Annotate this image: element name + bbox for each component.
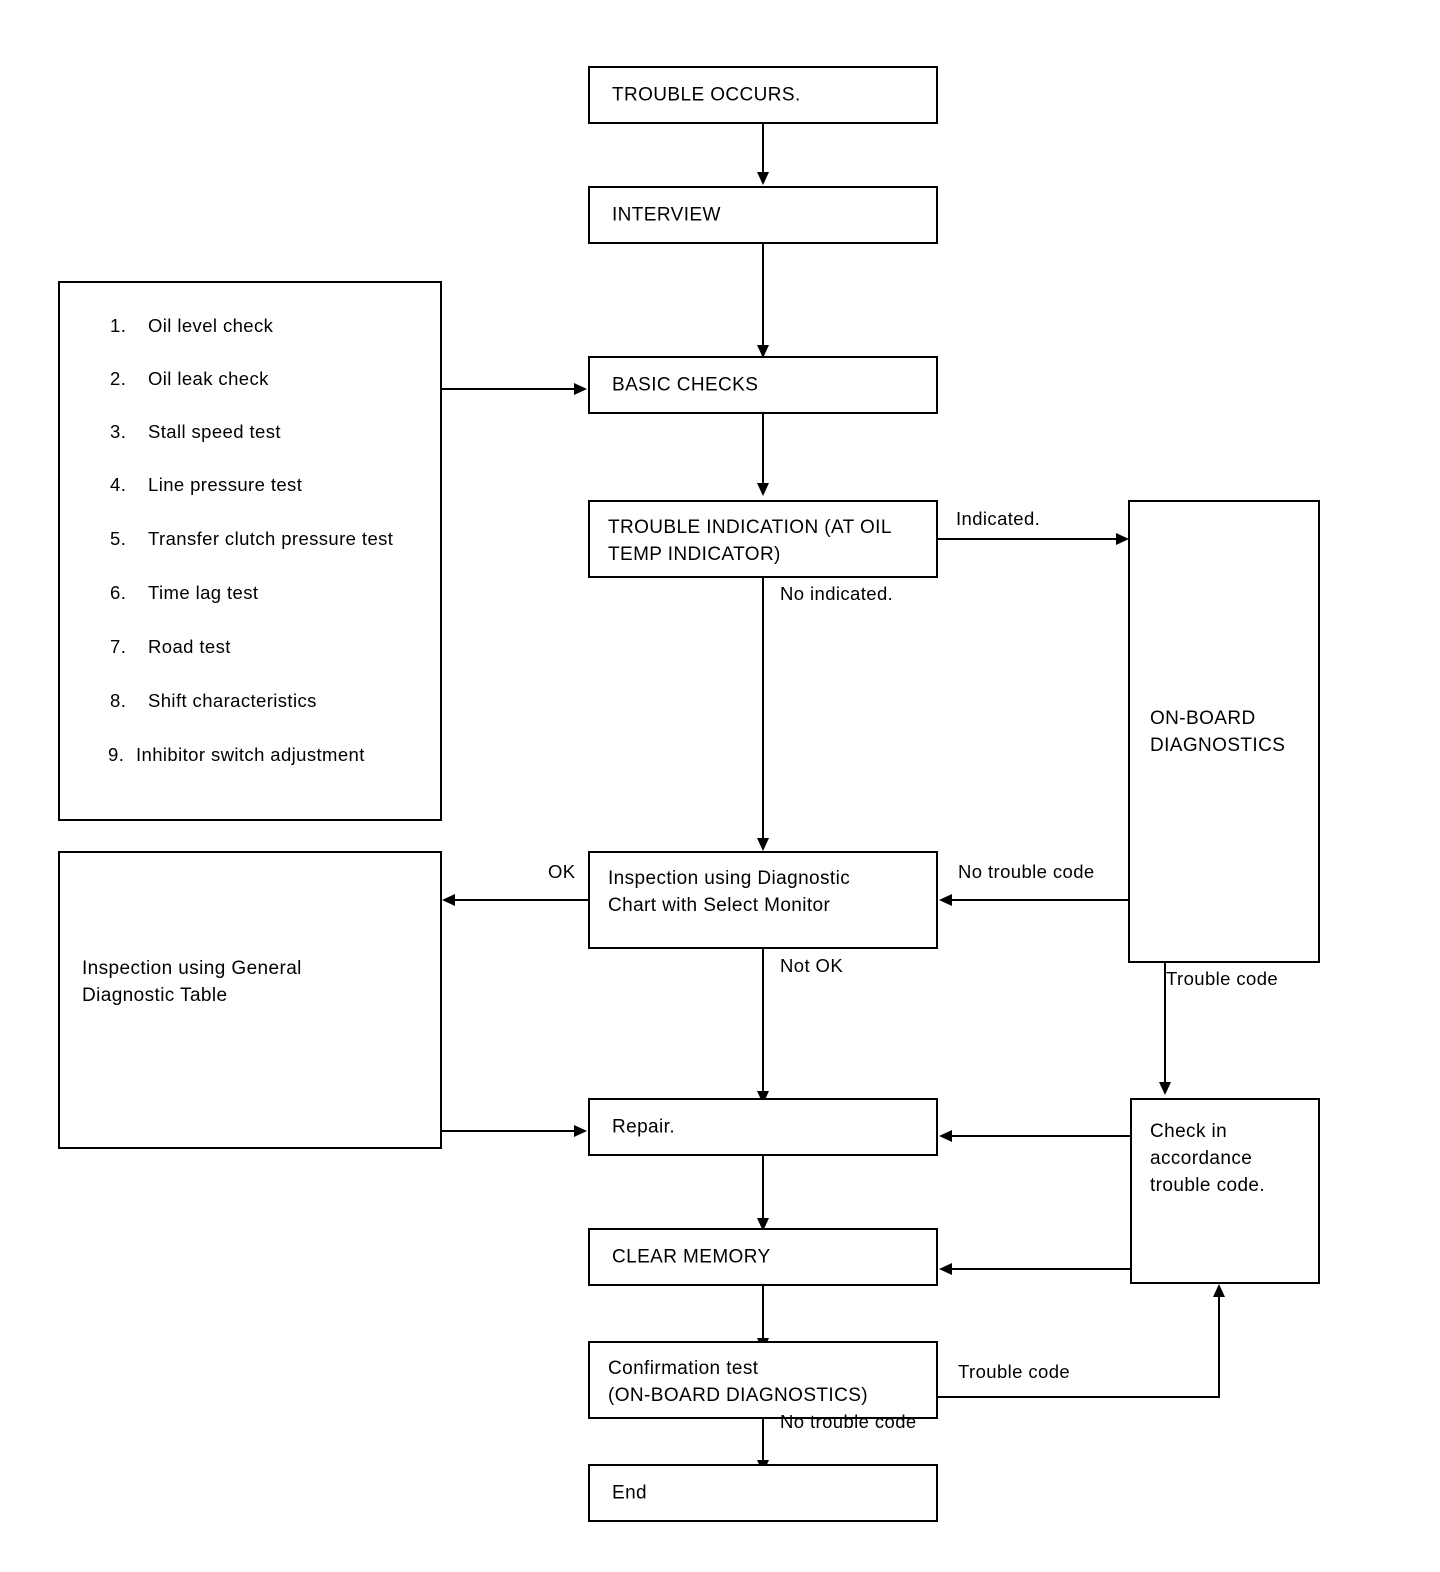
- node-on-board-diagnostics-label: ON-BOARD DIAGNOSTICS: [1150, 707, 1286, 756]
- arrowhead-check-to-clear-memory: [939, 1263, 952, 1275]
- node-basic-checks-label: BASIC CHECKS: [612, 374, 759, 396]
- list-item-label: Road test: [148, 636, 231, 657]
- list-item-number: 8.: [110, 690, 127, 711]
- list-item-label: Inhibitor switch adjustment: [136, 744, 365, 765]
- edge-label-no-trouble-code-bottom: No trouble code: [780, 1411, 917, 1432]
- connector-basic-checks-to-trouble-indication: [762, 414, 764, 487]
- node-basic-checks[interactable]: BASIC CHECKS: [588, 356, 938, 414]
- list-item-label: Stall speed test: [148, 421, 281, 442]
- arrowhead-check-to-repair: [939, 1130, 952, 1142]
- edge-label-no-trouble-code-top: No trouble code: [958, 861, 1095, 882]
- edge-label-not-ok: Not OK: [780, 955, 844, 976]
- arrowhead-general-table-to-repair: [574, 1125, 587, 1137]
- node-check-in-accordance[interactable]: Check in accordance trouble code.: [1130, 1098, 1320, 1284]
- node-clear-memory[interactable]: CLEAR MEMORY: [588, 1228, 938, 1286]
- edge-label-ok: OK: [548, 861, 576, 882]
- connector-clear-memory-to-confirmation: [762, 1286, 764, 1342]
- node-confirmation-test[interactable]: Confirmation test (ON-BOARD DIAGNOSTICS): [588, 1341, 938, 1419]
- list-item-label: Oil leak check: [148, 368, 269, 389]
- node-inspection-select-monitor[interactable]: Inspection using Diagnostic Chart with S…: [588, 851, 938, 949]
- node-on-board-diagnostics[interactable]: ON-BOARD DIAGNOSTICS: [1128, 500, 1320, 963]
- node-end-label: End: [612, 1482, 648, 1504]
- arrowhead-list-to-basic-checks: [574, 383, 587, 395]
- arrowhead-no-indicated-to-inspection: [757, 838, 769, 851]
- connector-confirmation-to-check-vertical: [1218, 1295, 1220, 1398]
- node-clear-memory-label: CLEAR MEMORY: [612, 1246, 771, 1268]
- list-item-number: 1.: [110, 315, 127, 336]
- list-item-label: Oil level check: [148, 315, 274, 336]
- connector-confirmation-to-check-horizontal: [938, 1396, 1220, 1398]
- list-item-number: 6.: [110, 582, 127, 603]
- list-item-label: Transfer clutch pressure test: [148, 528, 394, 549]
- basic-checks-list-box: 1. Oil level check 2. Oil leak check 3. …: [58, 281, 442, 821]
- list-item-number: 2.: [110, 368, 127, 389]
- connector-indicated-to-obd: [938, 538, 1120, 540]
- node-repair-label: Repair.: [612, 1116, 676, 1138]
- connector-confirmation-to-end: [762, 1419, 764, 1464]
- list-item-label: Line pressure test: [148, 474, 303, 495]
- arrowhead-occurs-to-interview: [757, 172, 769, 185]
- connector-interview-to-basic-checks: [762, 244, 764, 349]
- connector-repair-to-clear-memory: [762, 1156, 764, 1222]
- node-inspection-select-monitor-label: Inspection using Diagnostic Chart with S…: [608, 868, 851, 916]
- node-inspection-general-table-label: Inspection using General Diagnostic Tabl…: [82, 958, 302, 1006]
- arrowhead-indicated-to-obd: [1116, 533, 1129, 545]
- list-item-number: 7.: [110, 636, 127, 657]
- connector-occurs-to-interview: [762, 124, 764, 176]
- node-trouble-indication-label: TROUBLE INDICATION (AT OIL TEMP INDICATO…: [608, 517, 892, 565]
- node-repair[interactable]: Repair.: [588, 1098, 938, 1156]
- list-item-number: 5.: [110, 528, 127, 549]
- list-item-label: Shift characteristics: [148, 690, 317, 711]
- arrowhead-repair-to-clear-memory: [757, 1218, 769, 1231]
- edge-label-indicated: Indicated.: [956, 508, 1041, 529]
- node-trouble-occurs[interactable]: TROUBLE OCCURS.: [588, 66, 938, 124]
- list-item-number: 9.: [108, 744, 125, 765]
- node-interview[interactable]: INTERVIEW: [588, 186, 938, 244]
- node-interview-label: INTERVIEW: [612, 204, 721, 226]
- edge-label-no-indicated: No indicated.: [780, 583, 894, 604]
- arrowhead-interview-to-basic-checks: [757, 345, 769, 358]
- arrowhead-obd-to-check: [1159, 1082, 1171, 1095]
- connector-check-to-repair: [952, 1135, 1130, 1137]
- arrowhead-confirmation-to-check: [1213, 1284, 1225, 1297]
- edge-label-trouble-code-right: Trouble code: [1166, 968, 1279, 989]
- connector-obd-to-check: [1164, 963, 1166, 1085]
- node-trouble-occurs-label: TROUBLE OCCURS.: [612, 84, 801, 106]
- list-item-label: Time lag test: [148, 582, 259, 603]
- node-check-in-accordance-label: Check in accordance trouble code.: [1150, 1121, 1266, 1196]
- node-end[interactable]: End: [588, 1464, 938, 1522]
- connector-general-table-to-repair: [442, 1130, 576, 1132]
- list-item-number: 3.: [110, 421, 127, 442]
- node-trouble-indication[interactable]: TROUBLE INDICATION (AT OIL TEMP INDICATO…: [588, 500, 938, 578]
- arrowhead-basic-checks-to-trouble-indication: [757, 483, 769, 496]
- arrowhead-obd-to-inspection: [939, 894, 952, 906]
- connector-list-to-basic-checks: [442, 388, 576, 390]
- list-item-number: 4.: [110, 474, 127, 495]
- connector-not-ok-to-repair: [762, 949, 764, 1095]
- node-inspection-general-table[interactable]: Inspection using General Diagnostic Tabl…: [58, 851, 442, 1149]
- edge-label-trouble-code-bottom: Trouble code: [958, 1361, 1071, 1382]
- connector-obd-to-inspection: [952, 899, 1128, 901]
- arrowhead-ok-to-general-table: [442, 894, 455, 906]
- connector-check-to-clear-memory: [952, 1268, 1130, 1270]
- connector-no-indicated-to-inspection: [762, 578, 764, 841]
- node-confirmation-test-label: Confirmation test (ON-BOARD DIAGNOSTICS): [608, 1358, 869, 1406]
- connector-ok-to-general-table: [455, 899, 588, 901]
